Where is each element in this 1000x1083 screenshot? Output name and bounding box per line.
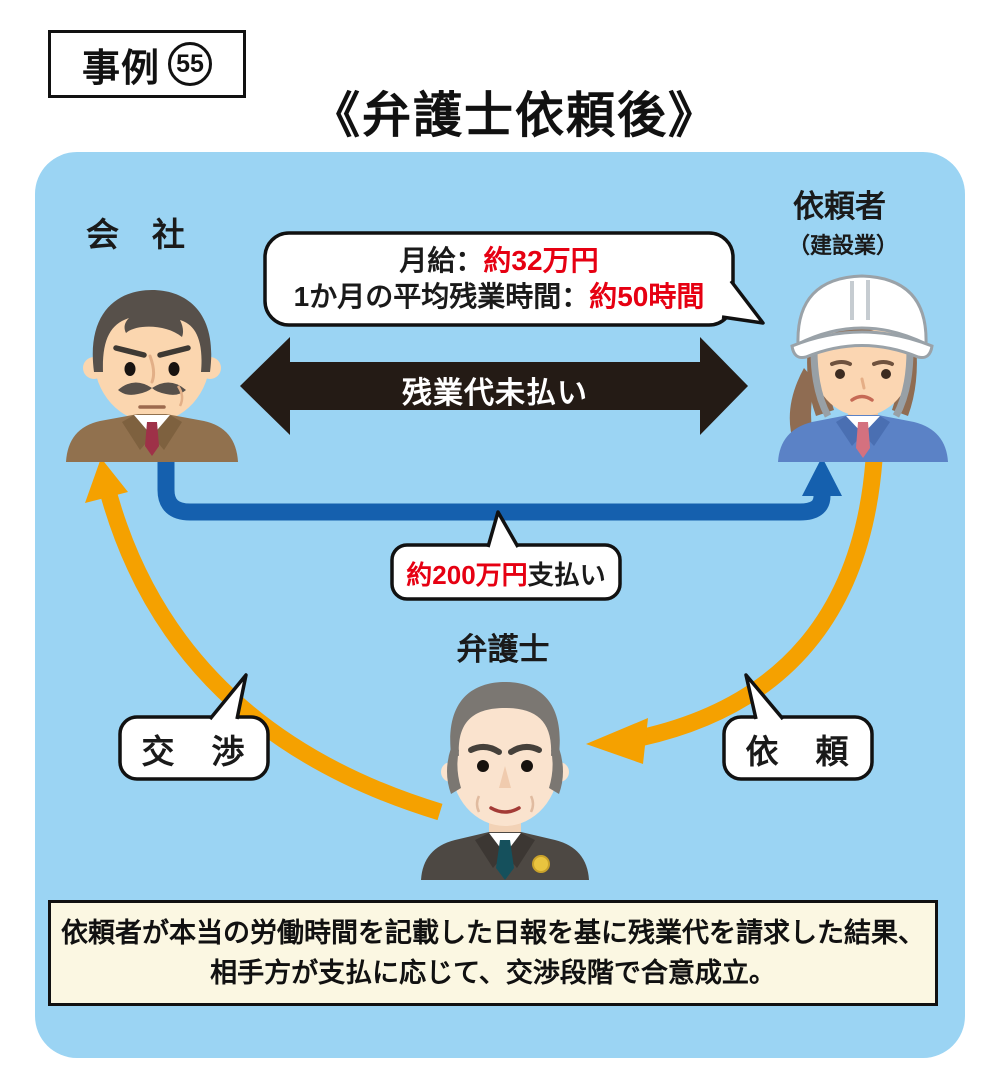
salary-speech-bubble: 月給：約32万円 1か月の平均残業時間：約50時間	[263, 231, 765, 327]
client-sublabel: （建設業）	[788, 233, 899, 258]
case-number-badge: 55	[168, 42, 212, 86]
request-bubble: 依 頼	[722, 671, 874, 781]
client-label: 依頼者	[793, 189, 886, 224]
lawyer-label: 弁護士	[456, 632, 550, 667]
negotiation-text: 交 渉	[141, 733, 247, 770]
payment-value: 約200万円	[406, 559, 528, 590]
lawyer-avatar	[421, 682, 589, 880]
case-label-box: 事例 55	[48, 30, 246, 98]
page-title: 《弁護士依頼後》	[310, 89, 719, 143]
unpaid-arrow-label: 残業代未払い	[402, 377, 588, 410]
payment-bubble: 約200万円支払い	[390, 509, 622, 601]
negotiation-bubble: 交 渉	[118, 671, 270, 781]
result-line1: 依頼者が本当の労働時間を記載した日報を基に残業代を請求した結果、	[61, 918, 925, 948]
case-prefix: 事例	[81, 47, 160, 90]
lawyer-badge-icon	[532, 855, 550, 873]
result-box: 依頼者が本当の労働時間を記載した日報を基に残業代を請求した結果、 相手方が支払に…	[48, 900, 938, 1006]
client-avatar	[778, 274, 948, 462]
helmet-icon	[790, 274, 934, 359]
payment-text: 約200万円支払い	[390, 545, 622, 601]
company-label: 会 社	[86, 216, 185, 253]
company-avatar	[66, 290, 238, 462]
salary-value: 約32万円	[483, 244, 599, 276]
salary-line1: 月給：約32万円	[399, 244, 599, 276]
overtime-value: 約50時間	[589, 281, 705, 312]
request-text: 依 頼	[745, 733, 851, 770]
result-line2: 相手方が支払に応じて、交渉段階で合意成立。	[210, 958, 776, 988]
salary-line2: 1か月の平均残業時間：約50時間	[293, 281, 705, 312]
